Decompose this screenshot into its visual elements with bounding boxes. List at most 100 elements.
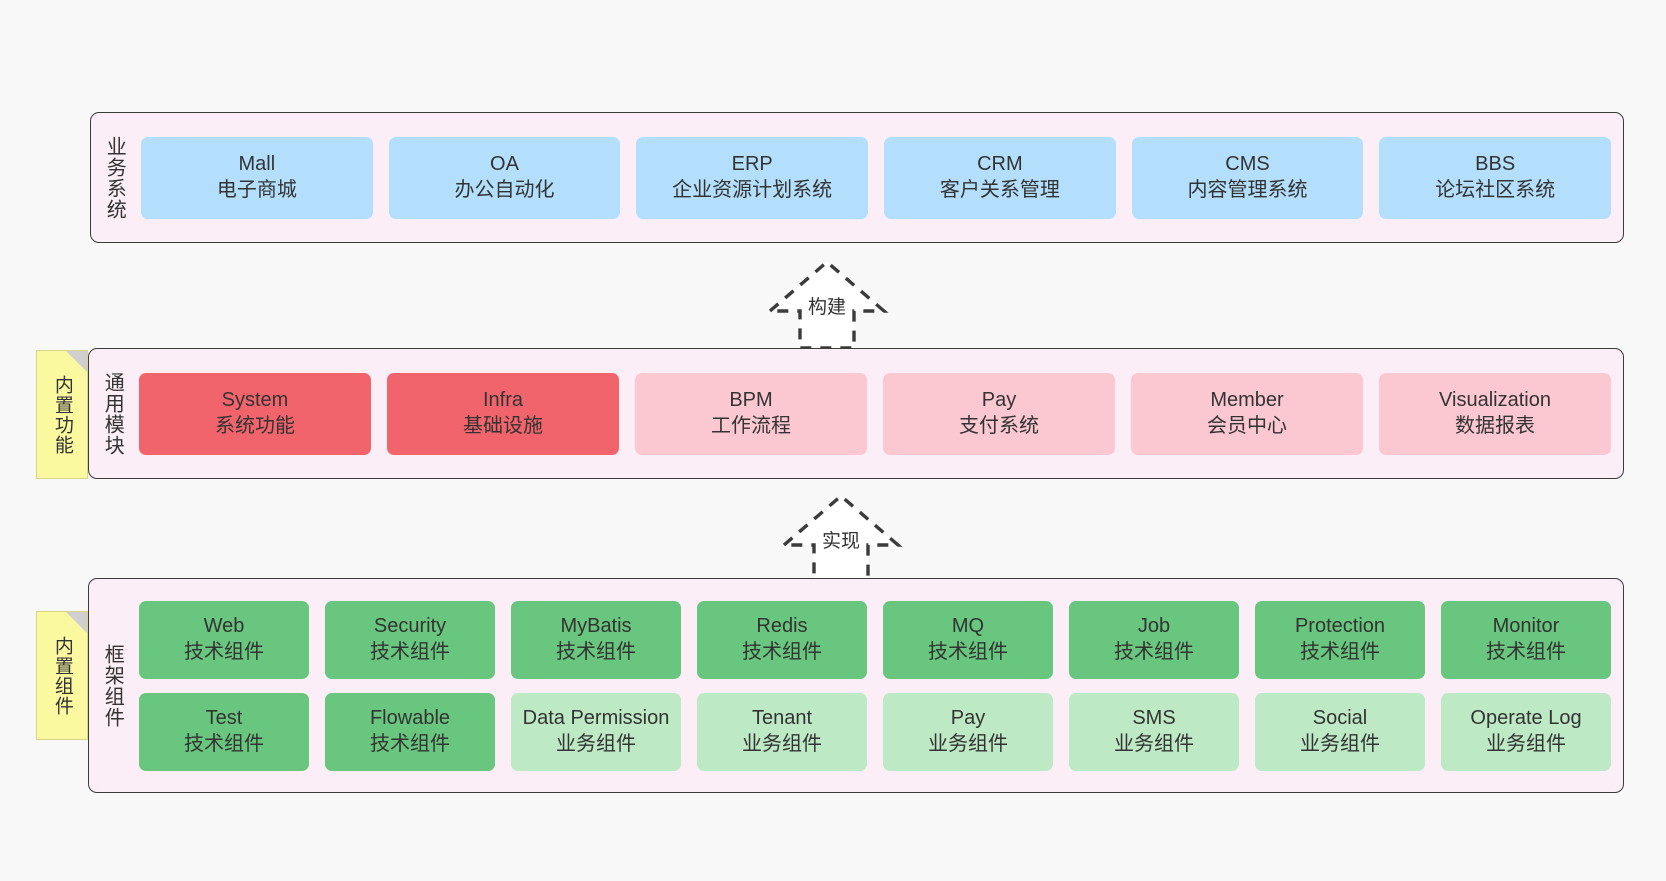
node-subtitle: 会员中心 (1207, 414, 1287, 437)
node-title: MyBatis (560, 614, 632, 637)
node-title: SMS (1132, 706, 1176, 729)
node-title: MQ (951, 614, 985, 637)
node-title: OA (490, 152, 519, 175)
node-subtitle: 技术组件 (184, 732, 264, 755)
node-subtitle: 支付系统 (959, 414, 1039, 437)
node-title: Monitor (1492, 614, 1560, 637)
node-subtitle: 客户关系管理 (939, 178, 1060, 201)
node-subtitle: 办公自动化 (454, 178, 555, 201)
node-subtitle: 技术组件 (1114, 640, 1194, 663)
layer-general-modules: 通用模块 System 系统功能 Infra 基础设施 BPM 工作流程 Pay… (88, 348, 1624, 479)
node-subtitle: 技术组件 (1486, 640, 1566, 663)
layer-body-general-modules: System 系统功能 Infra 基础设施 BPM 工作流程 Pay 支付系统… (135, 349, 1623, 478)
node-test[interactable]: Test 技术组件 (139, 692, 309, 771)
node-subtitle: 论坛社区系统 (1435, 178, 1556, 201)
node-title: Pay (981, 388, 1017, 411)
node-operate-log[interactable]: Operate Log 业务组件 (1441, 692, 1611, 771)
node-job[interactable]: Job 技术组件 (1069, 600, 1239, 679)
note-label: 内置组件 (51, 635, 73, 716)
node-member[interactable]: Member 会员中心 (1131, 372, 1363, 455)
node-redis[interactable]: Redis 技术组件 (697, 600, 867, 679)
node-subtitle: 业务组件 (742, 732, 822, 755)
node-mybatis[interactable]: MyBatis 技术组件 (511, 600, 681, 679)
node-erp[interactable]: ERP 企业资源计划系统 (636, 136, 869, 219)
node-data-permission[interactable]: Data Permission 业务组件 (511, 692, 681, 771)
node-title: Security (373, 614, 447, 637)
node-visualization[interactable]: Visualization 数据报表 (1379, 372, 1611, 455)
node-title: Pay (950, 706, 986, 729)
node-title: Redis (756, 614, 808, 637)
node-system[interactable]: System 系统功能 (139, 372, 371, 455)
build-arrow: 构建 (752, 256, 902, 354)
node-crm[interactable]: CRM 客户关系管理 (884, 136, 1116, 219)
node-oa[interactable]: OA 办公自动化 (388, 136, 621, 219)
node-sms[interactable]: SMS 业务组件 (1069, 692, 1239, 771)
layer-body-business-systems: Mall 电子商城 OA 办公自动化 ERP 企业资源计划系统 CRM 客户关系… (137, 113, 1623, 242)
node-subtitle: 基础设施 (463, 414, 543, 437)
node-bbs[interactable]: BBS 论坛社区系统 (1379, 136, 1612, 219)
node-title: Web (203, 614, 245, 637)
layer-row: Test 技术组件 Flowable 技术组件 Data Permission … (139, 692, 1611, 771)
page-fold-icon (66, 612, 87, 633)
node-title: Infra (482, 388, 524, 411)
layer-business-systems: 业务系统 Mall 电子商城 OA 办公自动化 ERP 企业资源计划系统 CRM… (90, 112, 1624, 243)
node-cms[interactable]: CMS 内容管理系统 (1131, 136, 1364, 219)
node-subtitle: 技术组件 (184, 640, 264, 663)
node-title: CMS (1225, 152, 1270, 175)
page-fold-icon (66, 351, 87, 372)
node-subtitle: 业务组件 (556, 732, 636, 755)
node-title: Member (1210, 388, 1284, 411)
layer-framework-components: 框架组件 Web 技术组件 Security 技术组件 MyBatis 技术组件… (88, 578, 1624, 793)
node-social[interactable]: Social 业务组件 (1255, 692, 1425, 771)
node-subtitle: 数据报表 (1455, 414, 1535, 437)
node-title: Protection (1294, 614, 1386, 637)
node-tenant[interactable]: Tenant 业务组件 (697, 692, 867, 771)
note-builtin-components: 内置组件 (36, 611, 88, 740)
node-title: Data Permission (522, 706, 670, 729)
layer-body-framework-components: Web 技术组件 Security 技术组件 MyBatis 技术组件 Redi… (135, 579, 1623, 792)
layer-title-business-systems: 业务系统 (103, 135, 126, 220)
node-subtitle: 业务组件 (1486, 732, 1566, 755)
node-subtitle: 技术组件 (556, 640, 636, 663)
node-subtitle: 工作流程 (711, 414, 791, 437)
node-title: ERP (731, 152, 773, 175)
note-builtin-features: 内置功能 (36, 350, 88, 479)
node-subtitle: 技术组件 (742, 640, 822, 663)
node-subtitle: 企业资源计划系统 (672, 178, 833, 201)
node-subtitle: 技术组件 (1300, 640, 1380, 663)
node-title: Tenant (751, 706, 813, 729)
node-bpm[interactable]: BPM 工作流程 (635, 372, 867, 455)
node-protection[interactable]: Protection 技术组件 (1255, 600, 1425, 679)
node-infra[interactable]: Infra 基础设施 (387, 372, 619, 455)
node-subtitle: 系统功能 (215, 414, 295, 437)
node-subtitle: 业务组件 (1114, 732, 1194, 755)
node-title: Mall (238, 152, 276, 175)
layer-row: System 系统功能 Infra 基础设施 BPM 工作流程 Pay 支付系统… (139, 372, 1611, 455)
node-flowable[interactable]: Flowable 技术组件 (325, 692, 495, 771)
node-title: Flowable (369, 706, 451, 729)
node-subtitle: 技术组件 (370, 732, 450, 755)
node-pay[interactable]: Pay 支付系统 (883, 372, 1115, 455)
note-label: 内置功能 (51, 374, 73, 455)
layer-title-framework-components: 框架组件 (101, 643, 124, 728)
node-subtitle: 业务组件 (928, 732, 1008, 755)
layer-title-general-modules: 通用模块 (101, 371, 124, 456)
node-mq[interactable]: MQ 技术组件 (883, 600, 1053, 679)
node-mall[interactable]: Mall 电子商城 (141, 136, 373, 219)
node-subtitle: 技术组件 (928, 640, 1008, 663)
node-title: CRM (977, 152, 1023, 175)
node-title: Visualization (1439, 388, 1551, 411)
node-title: Test (205, 706, 243, 729)
node-pay-component[interactable]: Pay 业务组件 (883, 692, 1053, 771)
node-subtitle: 业务组件 (1300, 732, 1380, 755)
node-subtitle: 内容管理系统 (1187, 178, 1308, 201)
node-web[interactable]: Web 技术组件 (139, 600, 309, 679)
node-title: Job (1137, 614, 1171, 637)
node-subtitle: 电子商城 (216, 178, 297, 201)
node-monitor[interactable]: Monitor 技术组件 (1441, 600, 1611, 679)
node-title: System (221, 388, 289, 411)
node-security[interactable]: Security 技术组件 (325, 600, 495, 679)
node-title: Social (1312, 706, 1368, 729)
layer-row: Mall 电子商城 OA 办公自动化 ERP 企业资源计划系统 CRM 客户关系… (141, 136, 1612, 219)
